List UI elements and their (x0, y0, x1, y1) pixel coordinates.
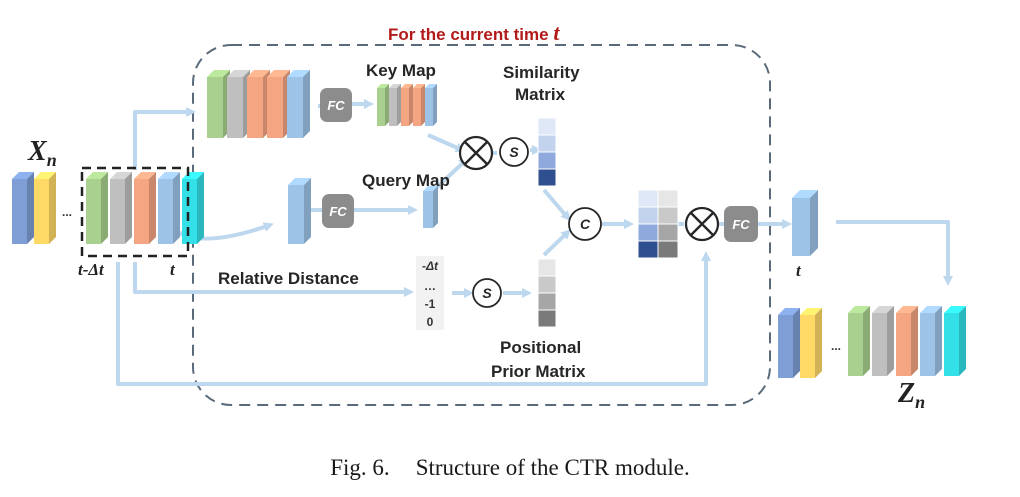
out-block-1 (778, 308, 800, 378)
concat-operator: C (568, 207, 602, 241)
distance-values-bg (416, 256, 444, 330)
label-window-start: t-Δt (78, 260, 105, 279)
key-map-label: Key Map (366, 61, 436, 80)
fc-box-query (322, 194, 354, 228)
connector-arrows (116, 99, 953, 386)
out-window-block-5 (944, 306, 966, 376)
positional-label-2: Prior Matrix (491, 362, 586, 381)
positional-label-1: Positional (500, 338, 581, 357)
output-symbol: Zn (897, 378, 925, 412)
multiply-operator-output (684, 206, 720, 242)
distance-value-dt: -Δt (422, 259, 439, 273)
out-window-block-3 (896, 306, 918, 376)
input-sequence-blocks (12, 172, 204, 244)
window-block-1 (86, 172, 108, 244)
softmax-operator-similarity: S (499, 137, 529, 167)
merged-left-cell-4 (637, 240, 659, 259)
key-map-blocks (377, 84, 437, 126)
key-block-5 (287, 70, 310, 138)
output-block-1 (792, 190, 818, 256)
fc-box-output (724, 206, 758, 242)
svg-text:S: S (509, 144, 519, 160)
out-window-block-4 (920, 306, 942, 376)
merged-matrix (637, 189, 679, 259)
key-block-4 (267, 70, 290, 138)
similarity-cell-2 (537, 134, 557, 153)
key-map-block-5 (425, 84, 437, 126)
input-dots: ... (62, 205, 72, 219)
query-map-block-1 (423, 186, 438, 228)
query-map-label: Query Map (362, 171, 450, 190)
svg-text:C: C (580, 216, 591, 232)
input-block-1 (12, 172, 34, 244)
relative-distance-label: Relative Distance (218, 269, 359, 288)
merged-left-cell-3 (637, 223, 659, 242)
key-map-block-3 (401, 84, 413, 126)
output-dots: ... (831, 339, 841, 353)
fc-label-key: FC (327, 98, 345, 113)
distance-value-minus1: -1 (425, 297, 436, 311)
window-block-4 (158, 172, 180, 244)
distance-value-ellipsis: … (424, 279, 436, 293)
similarity-label-2: Matrix (515, 85, 566, 104)
similarity-cell-3 (537, 151, 557, 170)
similarity-cell-1 (537, 117, 557, 136)
output-sequence-blocks (778, 306, 966, 378)
similarity-cell-4 (537, 168, 557, 187)
merged-right-cell-3 (657, 223, 679, 242)
output-t-label: t (796, 261, 802, 280)
figure-caption: Fig. 6.Structure of the CTR module. (330, 455, 689, 480)
multiply-operator-similarity (458, 135, 494, 171)
query-block-1 (288, 178, 311, 244)
positional-prior-matrix (537, 258, 557, 328)
window-box (80, 166, 190, 258)
key-block-2 (227, 70, 250, 138)
positional-cell-4 (537, 309, 557, 328)
input-symbol: Xn (27, 136, 57, 170)
svg-text:S: S (482, 285, 492, 301)
input-block-2 (34, 172, 56, 244)
window-block-2 (110, 172, 132, 244)
positional-cell-2 (537, 275, 557, 294)
distance-value-zero: 0 (427, 315, 434, 329)
query-map-block (423, 186, 438, 228)
key-feature-blocks (207, 70, 310, 138)
label-window-end: t (170, 260, 176, 279)
key-map-block-1 (377, 84, 389, 126)
similarity-matrix (537, 117, 557, 187)
fc-label-query: FC (329, 204, 347, 219)
similarity-label-1: Similarity (503, 63, 580, 82)
window-block-5 (182, 172, 204, 244)
key-block-1 (207, 70, 230, 138)
out-block-2 (800, 308, 822, 378)
merged-right-cell-2 (657, 206, 679, 225)
key-block-3 (247, 70, 270, 138)
merged-left-cell-1 (637, 189, 659, 208)
softmax-operator-positional: S (472, 278, 502, 308)
key-map-block-2 (389, 84, 401, 126)
positional-cell-1 (537, 258, 557, 277)
positional-cell-3 (537, 292, 557, 311)
key-map-block-4 (413, 84, 425, 126)
out-window-block-1 (848, 306, 870, 376)
out-window-block-2 (872, 306, 894, 376)
merged-left-cell-2 (637, 206, 659, 225)
merged-right-cell-4 (657, 240, 679, 259)
fc-box-key (320, 88, 352, 122)
output-time-block (792, 190, 818, 256)
query-feature-block (288, 178, 311, 244)
window-block-3 (134, 172, 156, 244)
current-time-title: For the current time t (388, 20, 560, 45)
merged-right-cell-1 (657, 189, 679, 208)
fc-label-output: FC (732, 217, 750, 232)
